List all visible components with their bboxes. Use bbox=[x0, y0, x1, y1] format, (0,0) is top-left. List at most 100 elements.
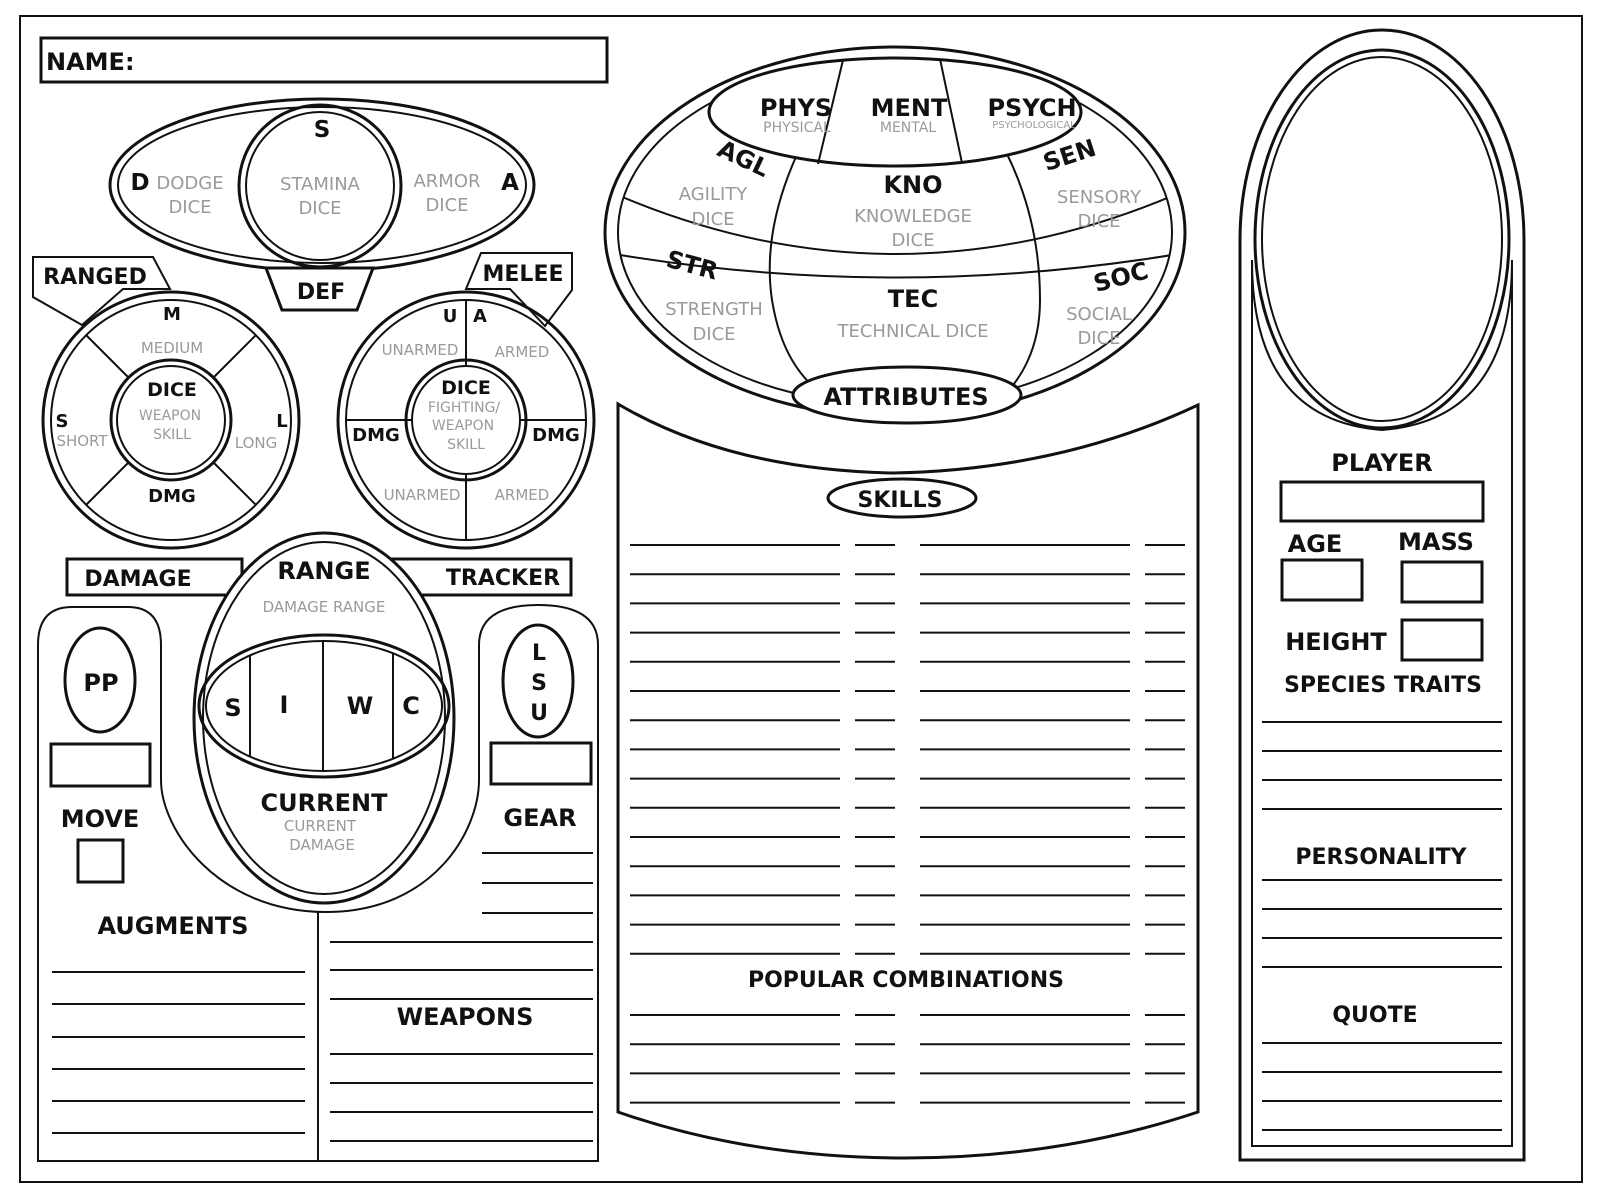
augments-lines[interactable] bbox=[52, 971, 305, 1134]
ranged-section: RANGED M MEDIUM S SHORT L LONG DICE WEAP… bbox=[32, 256, 301, 550]
ranged-medium-hint[interactable]: MEDIUM bbox=[141, 339, 203, 357]
skills-section: SKILLS POPULAR COMBINATIONS bbox=[616, 401, 1200, 1160]
ranged-long-hint[interactable]: LONG bbox=[235, 434, 277, 452]
melee-dmg-left: DMG bbox=[352, 425, 400, 446]
svg-text:S: S bbox=[56, 411, 69, 432]
page-border bbox=[19, 15, 1583, 1183]
damage-range-hint[interactable]: DAMAGE RANGE bbox=[263, 598, 386, 616]
age-box[interactable] bbox=[1280, 558, 1364, 602]
def-label: DEF bbox=[297, 280, 345, 305]
svg-text:WEAPON: WEAPON bbox=[432, 418, 494, 434]
melee-armed-top[interactable]: ARMED bbox=[495, 343, 550, 361]
augments-label: AUGMENTS bbox=[97, 912, 248, 940]
svg-text:WEAPON: WEAPON bbox=[139, 408, 201, 424]
knowledge-dice[interactable]: KNOWLEDGE bbox=[854, 206, 972, 227]
pp-box[interactable] bbox=[49, 742, 152, 788]
svg-text:DICE: DICE bbox=[1077, 211, 1120, 232]
current-damage-hint[interactable]: DAMAGE bbox=[289, 836, 355, 854]
skills-label: SKILLS bbox=[858, 488, 943, 513]
personality-lines[interactable] bbox=[1262, 879, 1502, 968]
ranged-short-hint[interactable]: SHORT bbox=[56, 432, 108, 450]
social-dice[interactable]: SOCIAL bbox=[1066, 304, 1132, 325]
agility-dice[interactable]: AGILITY bbox=[679, 184, 749, 205]
ment-label: MENT bbox=[871, 94, 948, 122]
svg-text:A: A bbox=[473, 306, 487, 327]
pp-label: PP bbox=[83, 669, 118, 697]
portrait-oval[interactable] bbox=[1253, 48, 1511, 430]
svg-text:M: M bbox=[163, 304, 181, 325]
skill-lines[interactable] bbox=[630, 544, 1185, 955]
player-label: PLAYER bbox=[1331, 449, 1432, 477]
mass-box[interactable] bbox=[1400, 560, 1484, 604]
ranged-dmg-label: DMG bbox=[148, 486, 196, 507]
svg-text:L: L bbox=[276, 411, 287, 432]
species-lines[interactable] bbox=[1262, 721, 1502, 810]
svg-text:DICE: DICE bbox=[441, 377, 491, 399]
lsu-oval[interactable] bbox=[501, 623, 575, 739]
tracker-cell-i[interactable]: I bbox=[280, 691, 289, 719]
sensory-dice[interactable]: SENSORY bbox=[1057, 187, 1142, 208]
technical-dice[interactable]: TECHNICAL DICE bbox=[837, 321, 989, 342]
dodge-letter: D bbox=[130, 170, 149, 196]
pp-oval[interactable] bbox=[63, 626, 137, 734]
svg-text:U: U bbox=[443, 306, 458, 327]
stamina-hint: STAMINA bbox=[280, 174, 361, 195]
tracker-cell-s[interactable]: S bbox=[224, 694, 241, 722]
attributes-label: ATTRIBUTES bbox=[823, 383, 988, 411]
svg-text:DICE: DICE bbox=[1077, 328, 1120, 349]
ranged-label: RANGED bbox=[43, 265, 147, 290]
mass-label: MASS bbox=[1398, 528, 1474, 556]
range-label: RANGE bbox=[277, 557, 370, 585]
svg-text:S: S bbox=[531, 671, 547, 696]
armor-hint[interactable]: ARMOR bbox=[413, 171, 480, 192]
melee-armed-bottom[interactable]: ARMED bbox=[495, 486, 550, 504]
ranged-dice-circle[interactable] bbox=[109, 358, 233, 482]
strength-dice[interactable]: STRENGTH bbox=[665, 299, 763, 320]
move-box[interactable] bbox=[76, 838, 125, 884]
combination-lines[interactable] bbox=[630, 1014, 1185, 1104]
name-field[interactable]: NAME: bbox=[39, 36, 609, 84]
svg-text:U: U bbox=[530, 701, 548, 726]
psych-label: PSYCH bbox=[987, 94, 1076, 122]
svg-text:FIGHTING/: FIGHTING/ bbox=[428, 400, 501, 416]
svg-text:SKILL: SKILL bbox=[447, 437, 485, 453]
svg-text:DICE: DICE bbox=[691, 209, 734, 230]
quote-label: QUOTE bbox=[1332, 1003, 1417, 1028]
move-label: MOVE bbox=[61, 805, 140, 833]
svg-text:DICE: DICE bbox=[891, 230, 934, 251]
gear-lines[interactable] bbox=[330, 852, 593, 1000]
tracker-label: TRACKER bbox=[446, 566, 560, 591]
age-label: AGE bbox=[1288, 530, 1343, 558]
height-box[interactable] bbox=[1400, 618, 1484, 662]
dodge-hint[interactable]: DODGE bbox=[156, 173, 223, 194]
lsu-box[interactable] bbox=[489, 741, 593, 786]
stamina-letter: S bbox=[314, 117, 331, 143]
weapons-lines[interactable] bbox=[330, 1053, 593, 1142]
player-box[interactable] bbox=[1279, 480, 1485, 523]
lower-left-panel bbox=[37, 603, 599, 1162]
gear-section: L S U GEAR WEAPONS bbox=[330, 623, 593, 1142]
damage-label: DAMAGE bbox=[84, 567, 191, 592]
svg-text:MENTAL: MENTAL bbox=[880, 120, 936, 136]
melee-section: MELEE U A UNARMED ARMED UNARMED ARMED DM… bbox=[336, 252, 596, 550]
kno-label: KNO bbox=[883, 171, 942, 199]
quote-lines[interactable] bbox=[1262, 1042, 1502, 1131]
species-traits-label: SPECIES TRAITS bbox=[1284, 673, 1482, 698]
name-label: NAME: bbox=[46, 48, 135, 76]
svg-text:DICE: DICE bbox=[298, 198, 341, 219]
svg-text:DICE: DICE bbox=[425, 195, 468, 216]
svg-text:DICE: DICE bbox=[147, 379, 197, 401]
melee-unarmed-top[interactable]: UNARMED bbox=[382, 341, 459, 359]
melee-dmg-right: DMG bbox=[532, 425, 580, 446]
tracker-cell-w[interactable]: W bbox=[347, 692, 373, 720]
svg-text:DICE: DICE bbox=[692, 324, 735, 345]
tracker-cell-c[interactable]: C bbox=[402, 692, 420, 720]
popular-combinations-label: POPULAR COMBINATIONS bbox=[748, 968, 1064, 993]
left-stats: PP MOVE AUGMENTS bbox=[49, 626, 305, 1134]
gear-label: GEAR bbox=[503, 804, 576, 832]
melee-dice-circle[interactable] bbox=[404, 358, 528, 482]
melee-label: MELEE bbox=[483, 262, 564, 287]
armor-letter: A bbox=[501, 170, 519, 196]
melee-unarmed-bottom[interactable]: UNARMED bbox=[384, 486, 461, 504]
